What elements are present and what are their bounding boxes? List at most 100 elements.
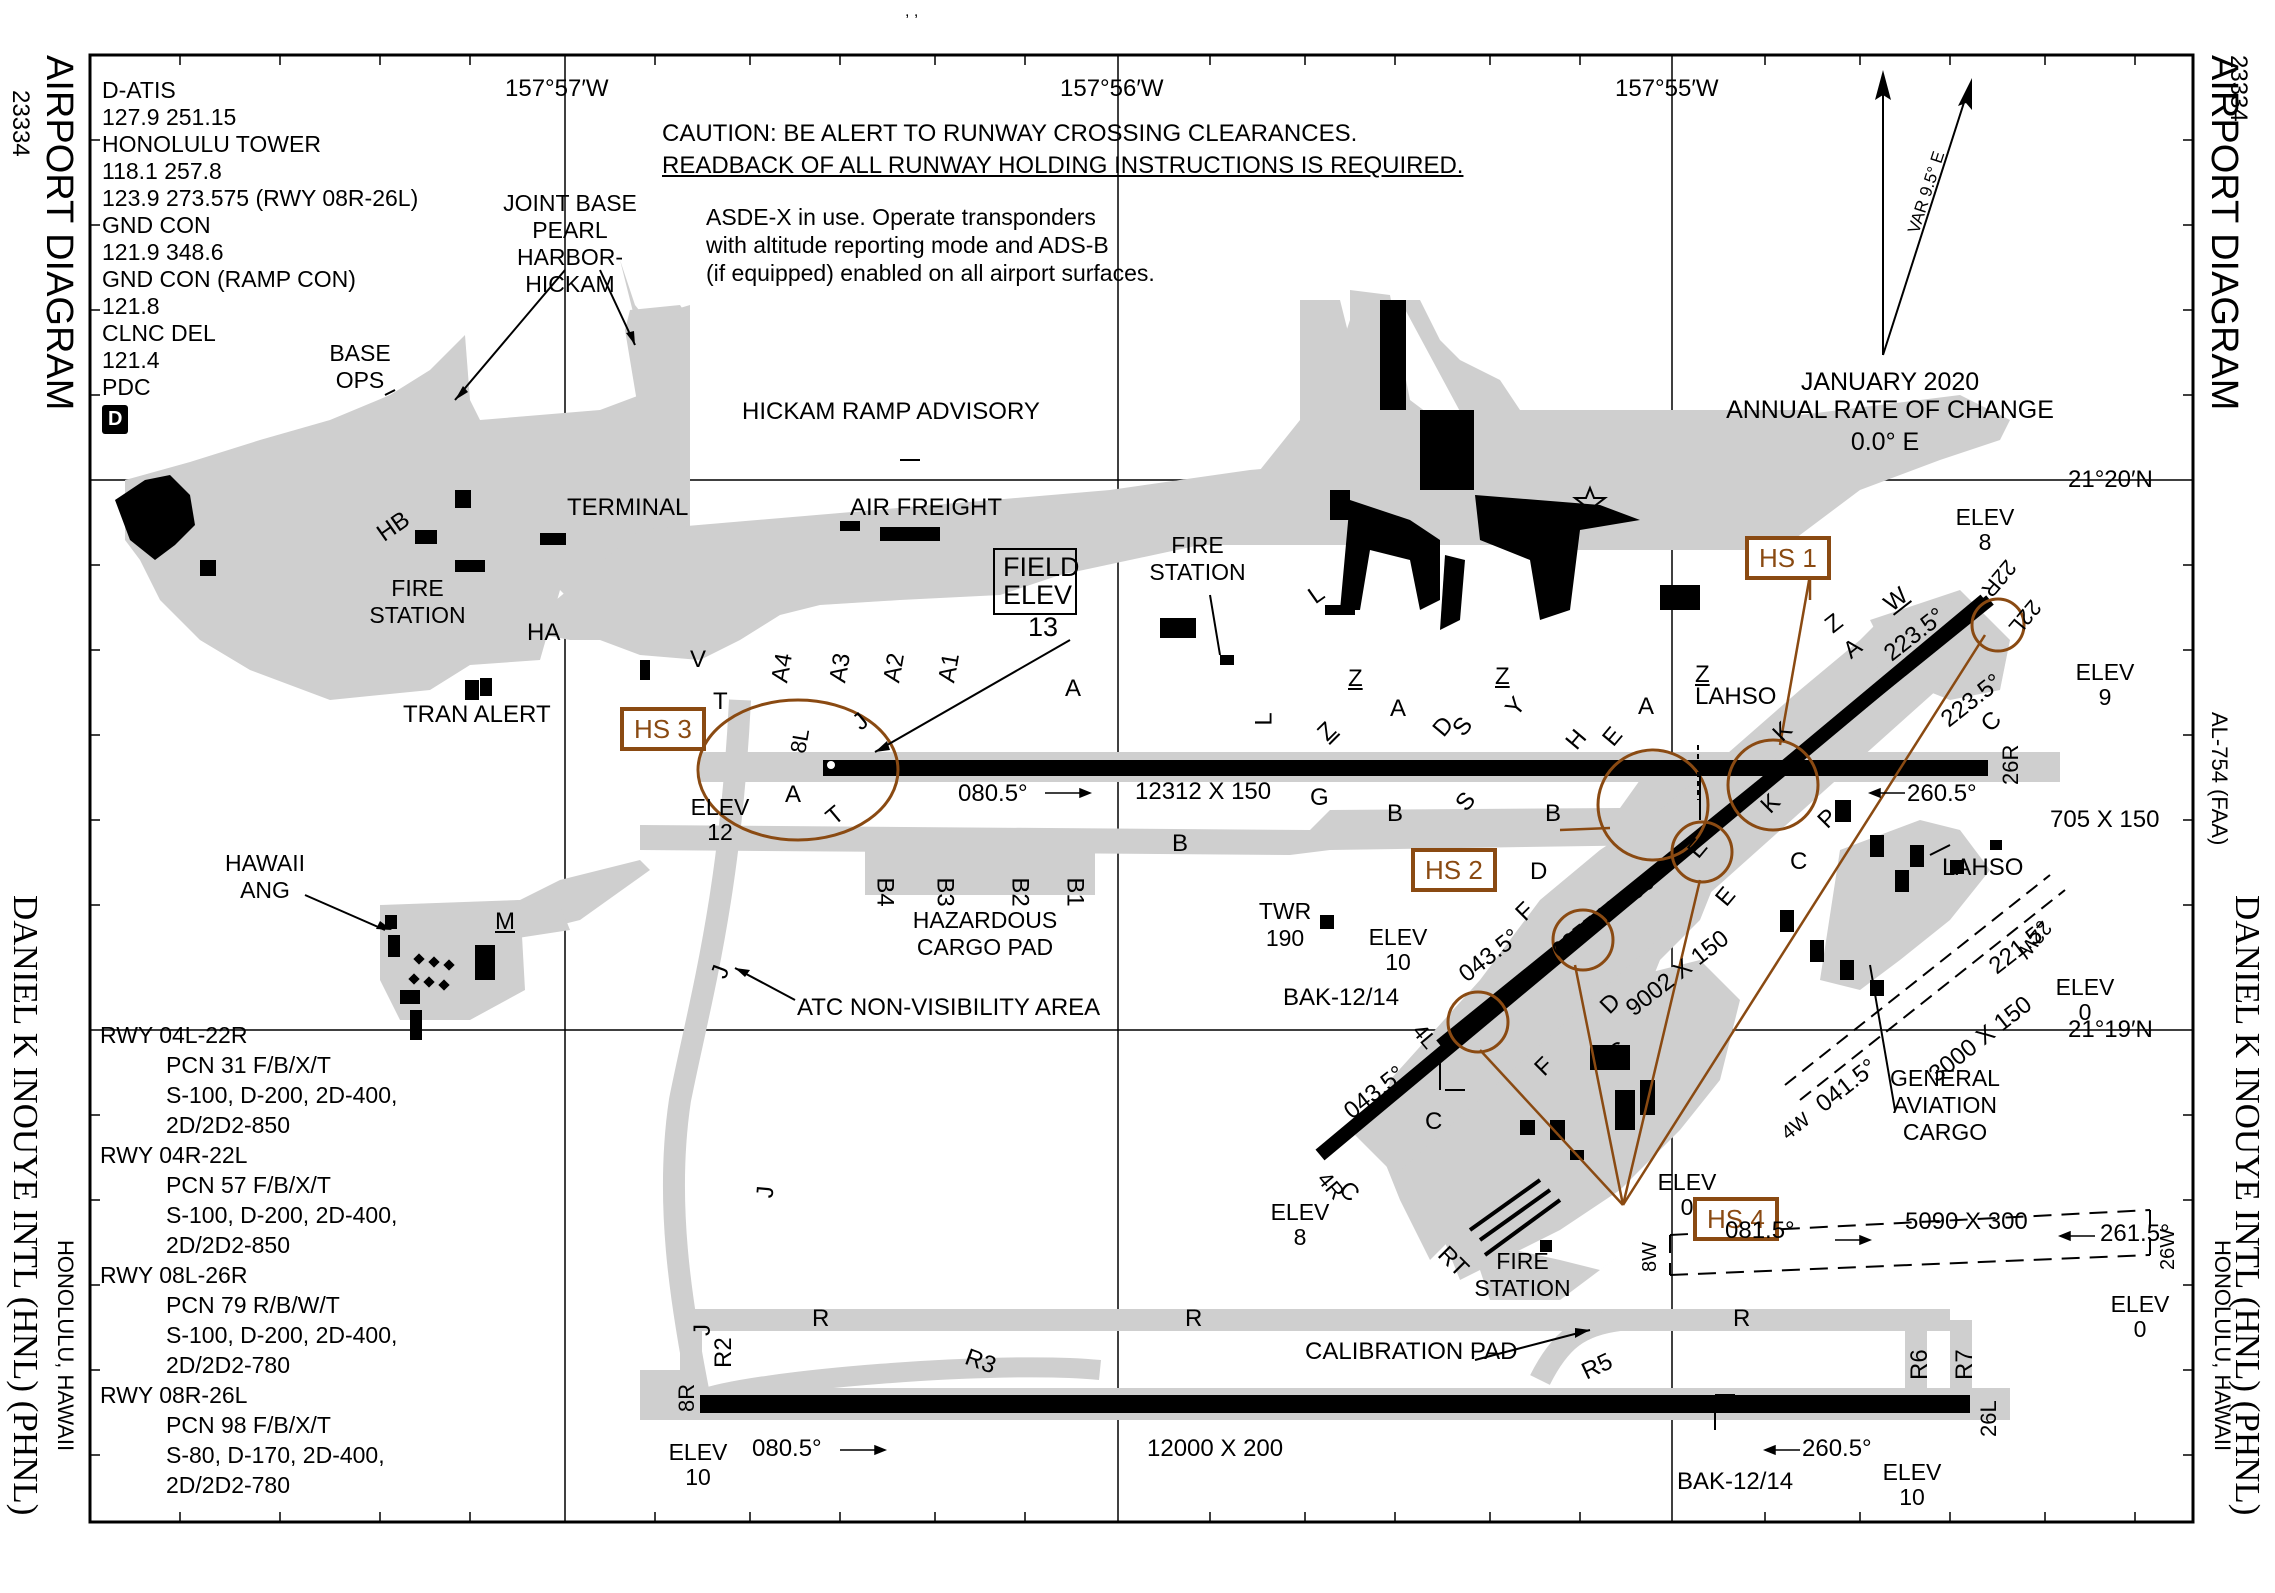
taxiway-l-2: L: [1250, 712, 1278, 726]
ga-bldg-7: [1840, 960, 1854, 980]
joint-base-l2: PEARL HARBOR-: [516, 217, 624, 270]
latitude-1: 21°20′N: [2068, 466, 2153, 493]
rwy-08l-heading: 080.5°: [958, 780, 1028, 807]
hot-spot-hs4[interactable]: HS 4: [1693, 1197, 1779, 1241]
taxiway-a-8l: A: [785, 781, 802, 808]
freq-line: GND CON (RAMP CON): [102, 266, 356, 292]
hs3-circle: [696, 698, 900, 842]
rwy-pcn: PCN 57 F/B/X/T: [166, 1172, 331, 1198]
taxiway-ha: HA: [527, 619, 561, 646]
tower-label: TWR 190: [1255, 898, 1315, 952]
bldg-14: [1420, 410, 1474, 490]
header-glyph: , ,: [905, 3, 919, 20]
taxiway-d-2: D: [1530, 858, 1548, 885]
freq-line: 127.9 251.15: [102, 104, 237, 130]
elev-word: ELEV: [1882, 1459, 1942, 1485]
elev-value: 0: [1680, 1194, 1694, 1220]
taxiway-r7: R7: [1951, 1349, 1978, 1380]
rwy-8w-end: 8W: [1639, 1242, 1661, 1272]
bldg-20: [1990, 840, 2002, 850]
fire-n-l2: STATION: [1149, 559, 1246, 585]
cargo-pad: [865, 845, 1095, 895]
elev-word: ELEV: [1270, 1199, 1330, 1225]
freq-line: 121.4: [102, 347, 160, 373]
hs1-circle-b: [1726, 738, 1820, 832]
rwy-pcn: PCN 79 R/B/W/T: [166, 1292, 340, 1318]
caution-line-2: READBACK OF ALL RUNWAY HOLDING INSTRUCTI…: [662, 152, 1464, 179]
taxiway-b2: B2: [1006, 877, 1034, 907]
m-taxiway: [500, 905, 570, 940]
lahso-label-1: LAHSO: [1695, 683, 1777, 710]
rwy-weights: 2D/2D2-780: [166, 1352, 291, 1378]
fire-w-l2: STATION: [369, 602, 466, 628]
mag-rate: 0.0° E: [1850, 428, 1920, 456]
taxiway-a-1: A: [1065, 675, 1082, 702]
r6-connector: [1905, 1320, 1927, 1405]
asde-line: (if equipped) enabled on all airport sur…: [706, 260, 1155, 286]
taxiway-z-1: Z: [1348, 665, 1363, 692]
bldg-hickam-west: [115, 475, 195, 560]
rwy-name: RWY 08R-26L: [100, 1382, 248, 1408]
bldg-19: [1325, 605, 1355, 615]
hot-spot-hs2[interactable]: HS 2: [1411, 848, 1497, 892]
joint-base-l3: HICKAM: [525, 271, 615, 297]
elev-word: ELEV: [1368, 924, 1428, 950]
bak-label-2: BAK-12/14: [1677, 1468, 1794, 1495]
haz-l1: HAZARDOUS: [912, 907, 1058, 933]
c-bldg-4: [1520, 1120, 1535, 1135]
hot-spot-hs1[interactable]: HS 1: [1745, 536, 1831, 580]
city-left: HONOLULU, HAWAII: [53, 1240, 78, 1452]
rwy-26r-blast-pad: 705 X 150: [2050, 806, 2160, 833]
rwy-8w-heading: 081.5°: [1725, 1217, 1795, 1244]
bldg-15: [1340, 500, 1440, 610]
fire-bldg-s: [1540, 1240, 1552, 1252]
magnetic-north-arrows: [1882, 80, 1969, 356]
taxiway-a2: A2: [878, 651, 911, 685]
fire-station-west-label: FIRE STATION: [360, 575, 475, 629]
air-freight-label: AIR FREIGHT: [850, 494, 1003, 521]
ga-bldg-9: [1950, 860, 1964, 874]
freq-line: PDC: [102, 374, 151, 400]
rwy-26w-end: 26W: [2157, 1228, 2179, 1270]
bldg-7: [480, 678, 492, 696]
elev-value: 0: [2133, 1316, 2147, 1342]
caution-line-1: CAUTION: BE ALERT TO RUNWAY CROSSING CLE…: [662, 120, 1358, 147]
freq-line: 121.8: [102, 293, 160, 319]
taxiway-j: [662, 699, 751, 1403]
tran-alert-label: TRAN ALERT: [403, 701, 551, 728]
bldg-1: [200, 560, 216, 576]
ga-area: [1820, 820, 1990, 990]
elev-value: 10: [1385, 949, 1411, 975]
r7-connector: [1950, 1320, 1972, 1405]
elev-word: ELEV: [1955, 504, 2015, 530]
base-ops-l2: OPS: [335, 367, 385, 393]
elev-value: 8: [1293, 1224, 1307, 1250]
elev-word: ELEV: [2055, 974, 2115, 1000]
buildings: [115, 300, 2002, 1252]
rwy-name: RWY 08L-26R: [100, 1262, 248, 1288]
rwy-weights: S-100, D-200, 2D-400,: [166, 1202, 398, 1228]
asde-line: ASDE-X in use. Operate transponders: [706, 204, 1096, 230]
lahso-label-2: LAHSO: [1942, 854, 2024, 881]
taxiway-z-3: Z: [1695, 661, 1710, 688]
rwy-08r-heading: 080.5°: [752, 1435, 822, 1462]
c-bldg-1: [1590, 1045, 1630, 1070]
mag-rate-label: ANNUAL RATE OF CHANGE: [1726, 396, 2054, 424]
rwy-04r-shoulder: [1355, 598, 1995, 1175]
hot-spot-hs3[interactable]: HS 3: [620, 707, 706, 751]
ga-bldg-4: [1910, 845, 1924, 867]
freq-line: 123.9 273.575 (RWY 08R-26L): [102, 185, 419, 211]
longitude-2: 157°56′W: [1060, 75, 1164, 102]
rwy-name: RWY 04L-22R: [100, 1022, 248, 1048]
taxiway-b3: B3: [931, 877, 959, 907]
taxiway-a-3: A: [1638, 693, 1655, 720]
freq-line: 121.9 348.6: [102, 239, 224, 265]
fire-station-south-label: FIRE STATION: [1465, 1248, 1580, 1302]
taxiway-b-2: B: [1387, 800, 1404, 827]
